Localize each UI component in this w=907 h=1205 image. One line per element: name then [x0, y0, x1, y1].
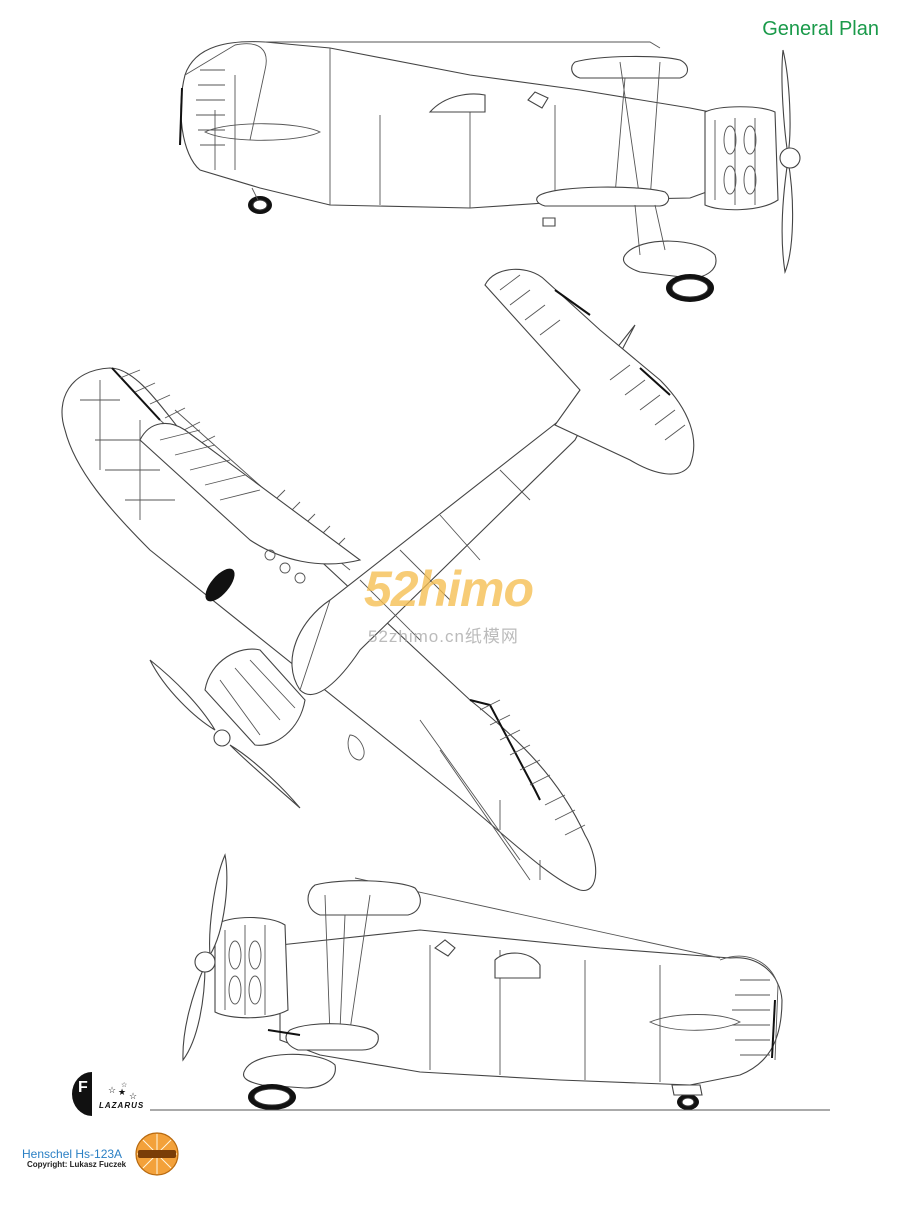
- svg-text:☆: ☆: [129, 1091, 137, 1101]
- svg-text:F: F: [78, 1079, 88, 1096]
- star-icon: ☆ ★ ☆ ☆: [108, 1081, 137, 1101]
- watermark-url: 52zhimo.cn纸模网: [368, 627, 519, 646]
- lazarus-f-logo-icon: F ☆ ★ ☆ ☆: [72, 1072, 137, 1116]
- side-view-top: [179, 41, 801, 302]
- watermark-logo: 52himo: [364, 561, 534, 617]
- page-title: General Plan: [762, 18, 879, 40]
- lazarus-brand-text: LAZARUS: [99, 1101, 145, 1110]
- side-view-bottom: [150, 853, 830, 1111]
- svg-text:★: ★: [118, 1087, 126, 1097]
- copyright-text: Copyright: Lukasz Fuczek: [27, 1160, 127, 1169]
- model-name: Henschel Hs-123A: [22, 1147, 123, 1161]
- svg-text:☆: ☆: [108, 1085, 116, 1095]
- gizmo-models-badge-icon: [135, 1132, 179, 1176]
- propeller-icon: [779, 49, 801, 275]
- plan-view: [61, 268, 695, 891]
- svg-text:☆: ☆: [121, 1081, 127, 1089]
